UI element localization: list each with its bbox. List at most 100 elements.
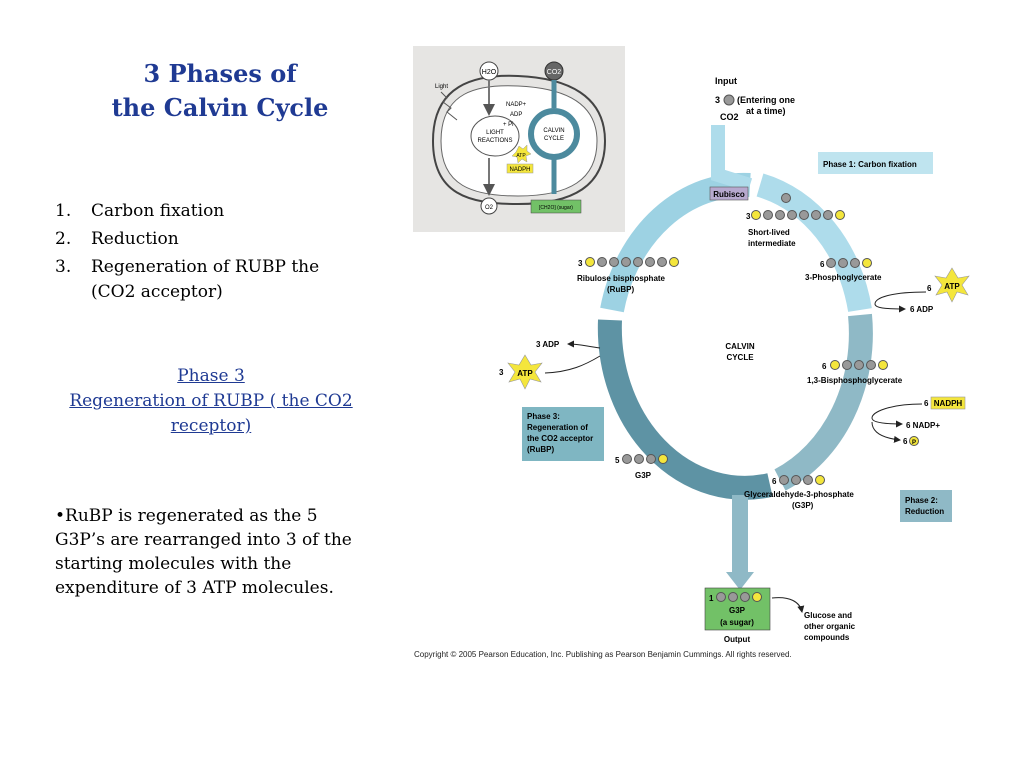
input-co2: CO2 [720,112,739,122]
adp-out-label: 6 ADP [910,305,934,314]
light-reactions-label-2: REACTIONS [477,138,512,144]
list-item: 2. Reduction [55,225,365,253]
light-label: Light [435,84,448,90]
nadph-label: NADPH [934,399,963,408]
g3p-molecule [779,475,825,485]
input-count: 3 [715,95,720,105]
intermediate-count: 3 [746,212,751,221]
phase3-line-3: the CO2 acceptor [527,434,593,443]
glucose-line-3: compounds [804,633,850,642]
pi-release-arrow [871,421,901,443]
adp-label: 3 ADP [536,340,560,349]
glucose-line-1: Glucose and [804,611,852,620]
rubp-line-1: Ribulose bisphosphate [577,274,666,283]
g3p-count: 6 [772,477,777,486]
light-reactions-circle [470,115,520,157]
chloroplast-inset: H2O CO2 Light NADP+ ADP + Pi LIGHT REACT… [413,46,625,232]
input-label: Input [715,76,737,86]
pi-label: + Pi [503,122,514,128]
phosphate-icon [909,436,919,446]
o2-circle [480,197,498,215]
phase3-subheading: Regeneration of RUBP ( the CO2 receptor) [69,391,353,436]
g3p5-molecule [622,454,668,464]
output-label: Output [724,635,751,644]
g3p5-count: 5 [615,456,620,465]
rubisco-box [709,186,749,201]
nadph-box [930,396,966,410]
rubp-count: 3 [578,259,583,268]
list-text: Reduction [91,229,179,249]
pga-count: 6 [820,260,825,269]
list-number: 1. [55,201,72,221]
slide-title: 3 Phases of the Calvin Cycle [95,57,345,125]
bpg-count: 6 [822,362,827,371]
copyright-text: Copyright © 2005 Pearson Education, Inc.… [414,650,792,659]
pga-molecule [826,258,872,268]
atp-consume-arrow [874,291,927,313]
atp-star-icon [934,267,970,303]
bullet-text: •RuBP is regenerated as the 5 G3P’s are … [55,506,352,598]
nadph-consume-arrow [871,403,923,428]
phase1-arrow-arc [756,173,872,313]
output-g3p: G3P [729,606,746,615]
rubp-arrow-arc [600,172,751,313]
sugar-label: [CH2O] (sugar) [539,205,573,211]
h2o-label: H2O [482,69,497,76]
output-sugar: (a sugar) [720,618,754,627]
rubp-molecule [585,257,679,267]
adp-release-arrow [567,340,601,349]
o2-label: O2 [485,205,494,211]
bpg-molecule [830,360,888,370]
light-reactions-label-1: LIGHT [486,130,504,136]
phase3-box [522,407,604,461]
calvin-center-1: CALVIN [725,342,754,351]
glucose-line-2: other organic [804,622,856,631]
co2-label: CO2 [547,69,562,76]
glucose-arrow [771,597,805,613]
g3p5-label: G3P [635,471,652,480]
short-lived-line-1: Short-lived [748,228,790,237]
phase1-box [818,152,933,174]
calvin-label-2: CYCLE [544,136,564,142]
g3p-label: Glyceraldehyde-3-phosphate [744,490,854,499]
pga-label: 3-Phosphoglycerate [805,273,882,282]
chloroplast-outline [431,74,607,206]
phase3-line-4: (RuBP) [527,445,554,454]
atp-in-label: ATP [944,282,960,291]
atp-star-icon [511,144,532,164]
calvin-center-2: CYCLE [726,353,754,362]
phase3-line-2: Regeneration of [527,423,588,432]
adp-label: ADP [510,112,522,118]
sugar-box [530,199,582,214]
atp-in-count: 6 [927,284,932,293]
phase2-box [900,490,952,522]
inset-atp-label: ATP [516,153,526,159]
intermediate-molecule [751,193,845,220]
bpg-label: 1,3-Bisphosphoglycerate [807,376,903,385]
entering-line-1: (Entering one [737,95,795,105]
phase3-heading-block: Phase 3 Regeneration of RUBP ( the CO2 r… [55,364,367,439]
calvin-cycle-diagram: Input 3 (Entering one at a time) CO2 Pha… [499,76,970,644]
phase3-line-1: Phase 3: [527,412,560,421]
nadp-out-label: 6 NADP+ [906,421,940,430]
atp3-label: ATP [517,369,533,378]
atp-star-icon [507,354,543,390]
phase3-heading: Phase 3 [177,366,245,386]
co2-molecule-icon [723,94,735,106]
rubp-line-2: (RuBP) [607,285,634,294]
list-item: 1. Carbon fixation [55,197,365,225]
nadph-box [506,163,534,174]
pi-out-label: P [912,440,916,446]
rubisco-label: Rubisco [713,190,745,199]
pi-out-count: 6 [903,437,908,446]
list-text: Regeneration of RUBP the (CO2 acceptor) [91,257,320,302]
title-line-2: the Calvin Cycle [111,93,329,122]
nadp-label: NADP+ [506,102,527,108]
output-arrow-head [726,572,754,590]
output-molecule [716,592,762,602]
phase2-arrow-arc [774,313,873,491]
title-line-1: 3 Phases of [143,59,297,88]
calvin-cycle-ring [528,108,580,160]
g3p-abbrev: (G3P) [792,501,814,510]
nadph-count: 6 [924,399,929,408]
